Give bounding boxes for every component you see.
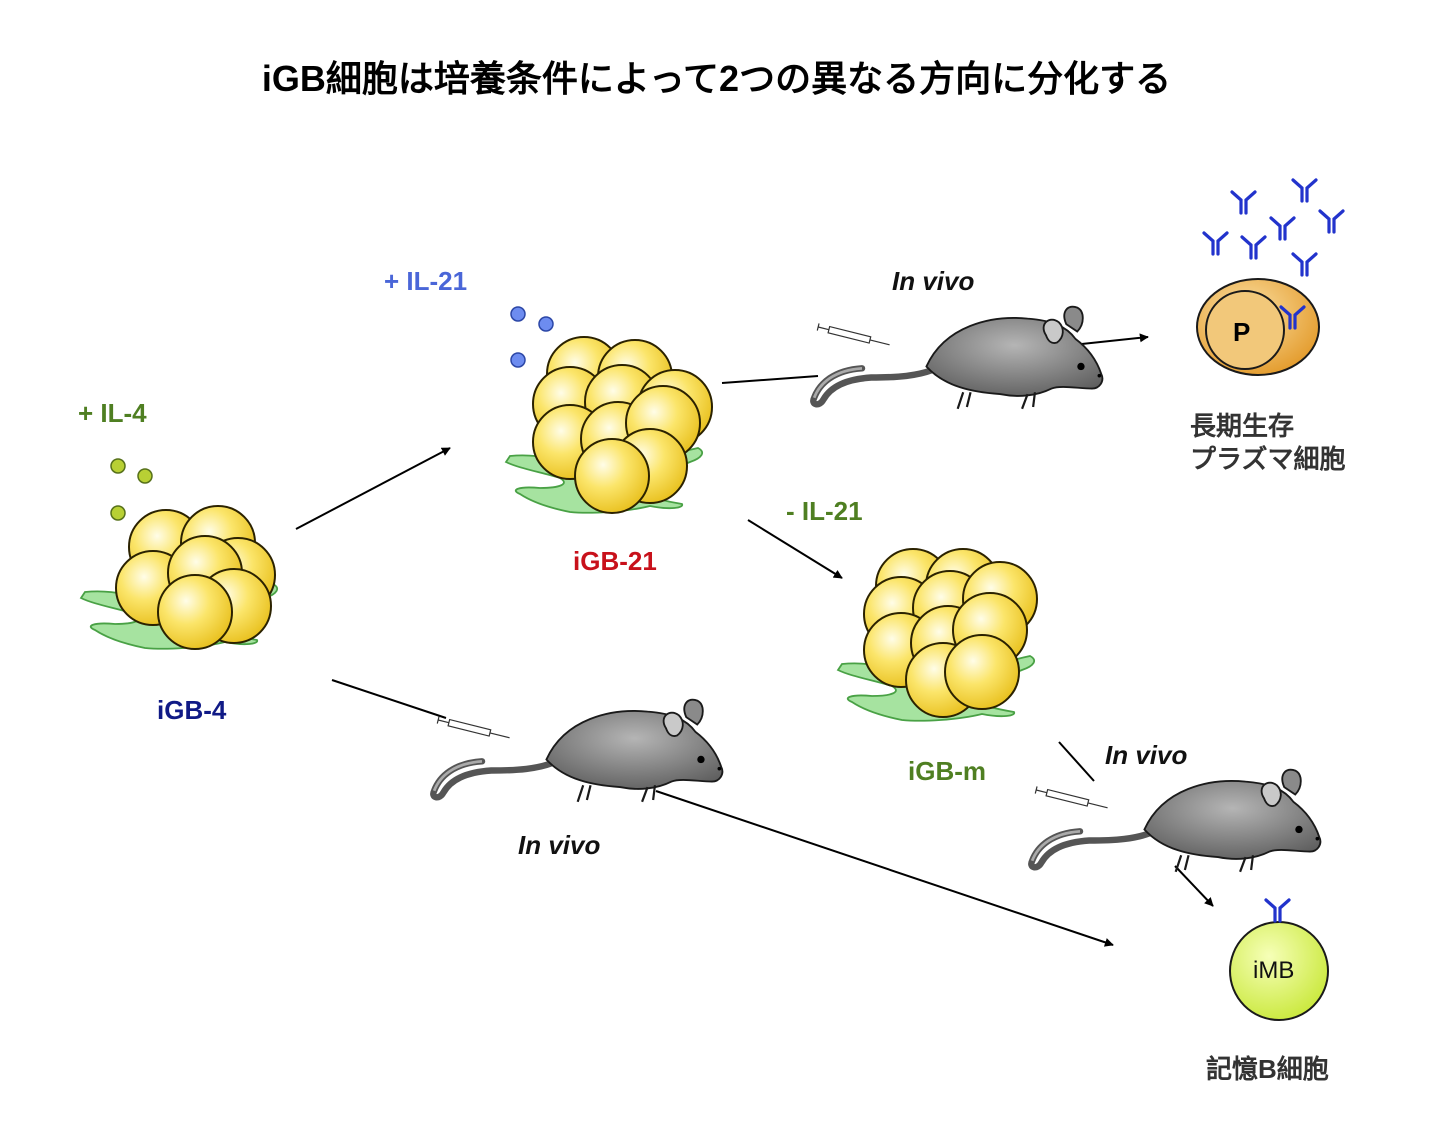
secreted-antibodies xyxy=(1202,178,1345,277)
igb21-label: iGB-21 xyxy=(573,546,657,576)
igb4-label: iGB-4 xyxy=(157,695,227,725)
igb4-cell-cluster xyxy=(80,505,279,650)
arrow-igb4-to-igb21 xyxy=(295,447,451,530)
il21-minus-label: - IL-21 xyxy=(786,496,863,526)
il21-plus-label: + IL-21 xyxy=(384,266,468,296)
arrow-mouse-to-imb xyxy=(655,790,1114,947)
igbm-label: iGB-m xyxy=(908,756,986,786)
mouse-right xyxy=(1031,770,1320,872)
mouse-top xyxy=(813,307,1102,409)
plasma-cell xyxy=(1196,278,1320,376)
il21-cytokine-dots xyxy=(510,306,554,368)
imb-cell xyxy=(1229,898,1329,1021)
in-vivo-label-bottom: In vivo xyxy=(518,830,601,860)
line-igb21-to-mouse xyxy=(721,375,819,384)
in-vivo-label-right: In vivo xyxy=(1105,740,1188,770)
arrow-mouse-to-imb-2 xyxy=(1174,865,1214,907)
imb-cell-label: iMB xyxy=(1253,957,1295,984)
il4-cytokine-dots xyxy=(110,458,153,521)
plasma-outcome-line1: 長期生存 xyxy=(1190,411,1295,441)
arrow-igb21-to-igbm xyxy=(747,519,843,579)
plasma-cell-letter: P xyxy=(1233,317,1251,347)
igb21-cell-cluster xyxy=(505,336,713,514)
in-vivo-label-top: In vivo xyxy=(892,266,975,296)
plasma-outcome-line2: プラズマ細胞 xyxy=(1190,444,1346,474)
line-igbm-to-mouse xyxy=(1058,741,1095,782)
il4-label: + IL-4 xyxy=(78,398,147,428)
mouse-bottom xyxy=(433,700,722,802)
page-title: iGB細胞は培養条件によって2つの異なる方向に分化する xyxy=(261,58,1172,99)
memory-outcome-label: 記憶B細胞 xyxy=(1206,1054,1329,1084)
igbm-cell-cluster xyxy=(837,548,1038,722)
line-igb4-to-mouse xyxy=(331,679,447,719)
